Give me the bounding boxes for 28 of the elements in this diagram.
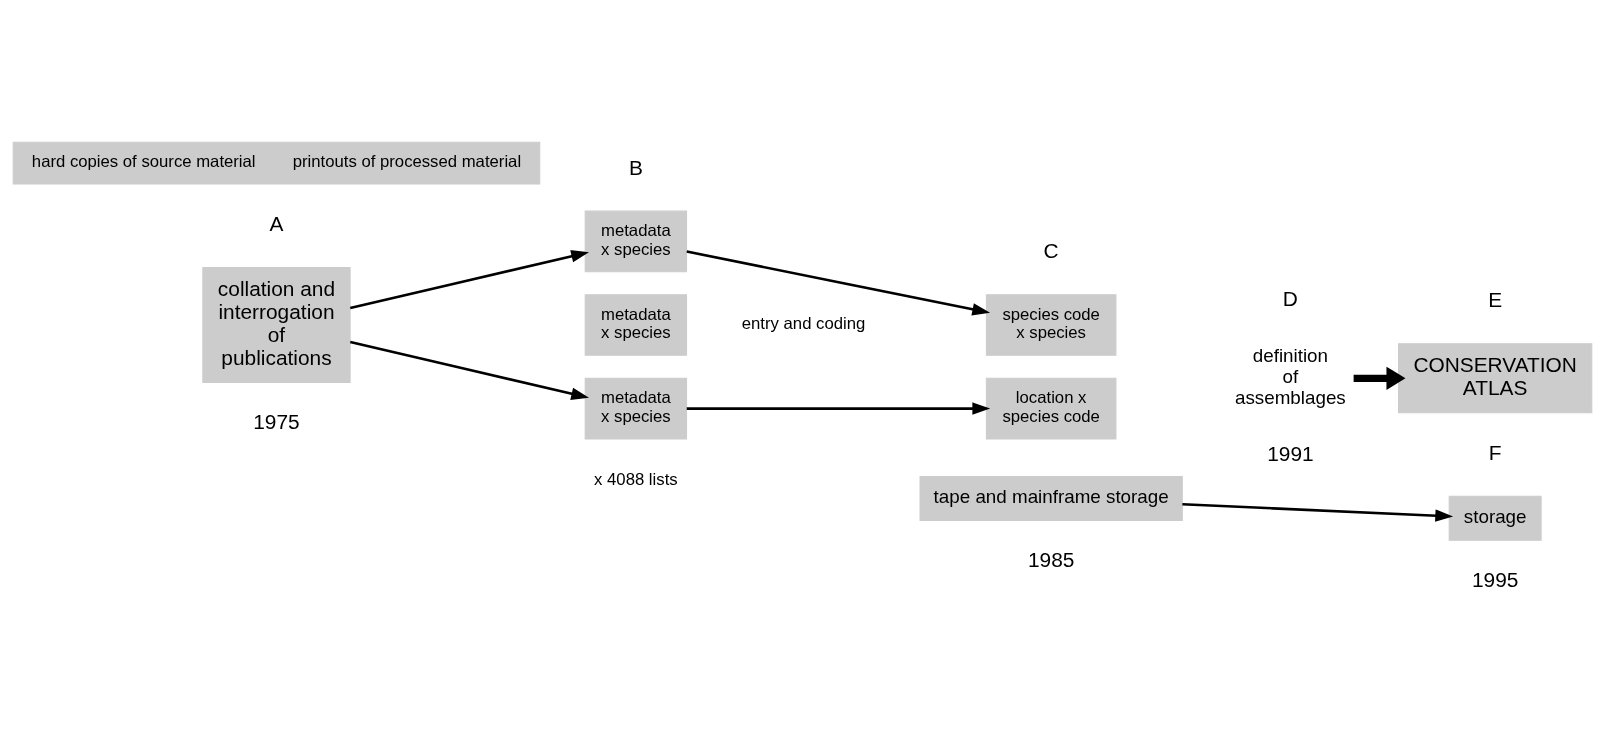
node-box: metadata x species (584, 294, 687, 356)
node-box: location x species code (985, 377, 1116, 440)
node-box: storage (1448, 495, 1542, 541)
label: A (269, 211, 283, 235)
arrow (686, 402, 990, 415)
label: F (1488, 440, 1502, 464)
label: D (1282, 287, 1298, 311)
node-box: metadata x species (584, 377, 687, 440)
arrow (349, 250, 589, 310)
label: 1985 (1027, 548, 1074, 572)
node-box: species code x species (985, 294, 1116, 356)
node-box: collation and interrogation of publications (201, 267, 351, 383)
label: B (628, 155, 643, 179)
label: 1995 (1471, 568, 1518, 592)
arrow (686, 250, 990, 316)
arrow (1181, 503, 1453, 522)
label: E (1487, 288, 1502, 312)
label: x 4088 lists (593, 469, 678, 489)
label: entry and coding (741, 313, 865, 333)
node-box: hard copies of source material printouts of processed material (12, 141, 540, 185)
node-box: CONSERVATION ATLAS (1397, 343, 1592, 414)
arrow (349, 340, 589, 400)
label: C (1043, 239, 1059, 263)
node-box: tape and mainframe storage (919, 476, 1183, 521)
label: 1975 (252, 410, 300, 434)
node-text: definition of assemblages (1234, 344, 1346, 408)
label: 1991 (1266, 441, 1314, 465)
node-box: metadata x species (584, 210, 687, 273)
